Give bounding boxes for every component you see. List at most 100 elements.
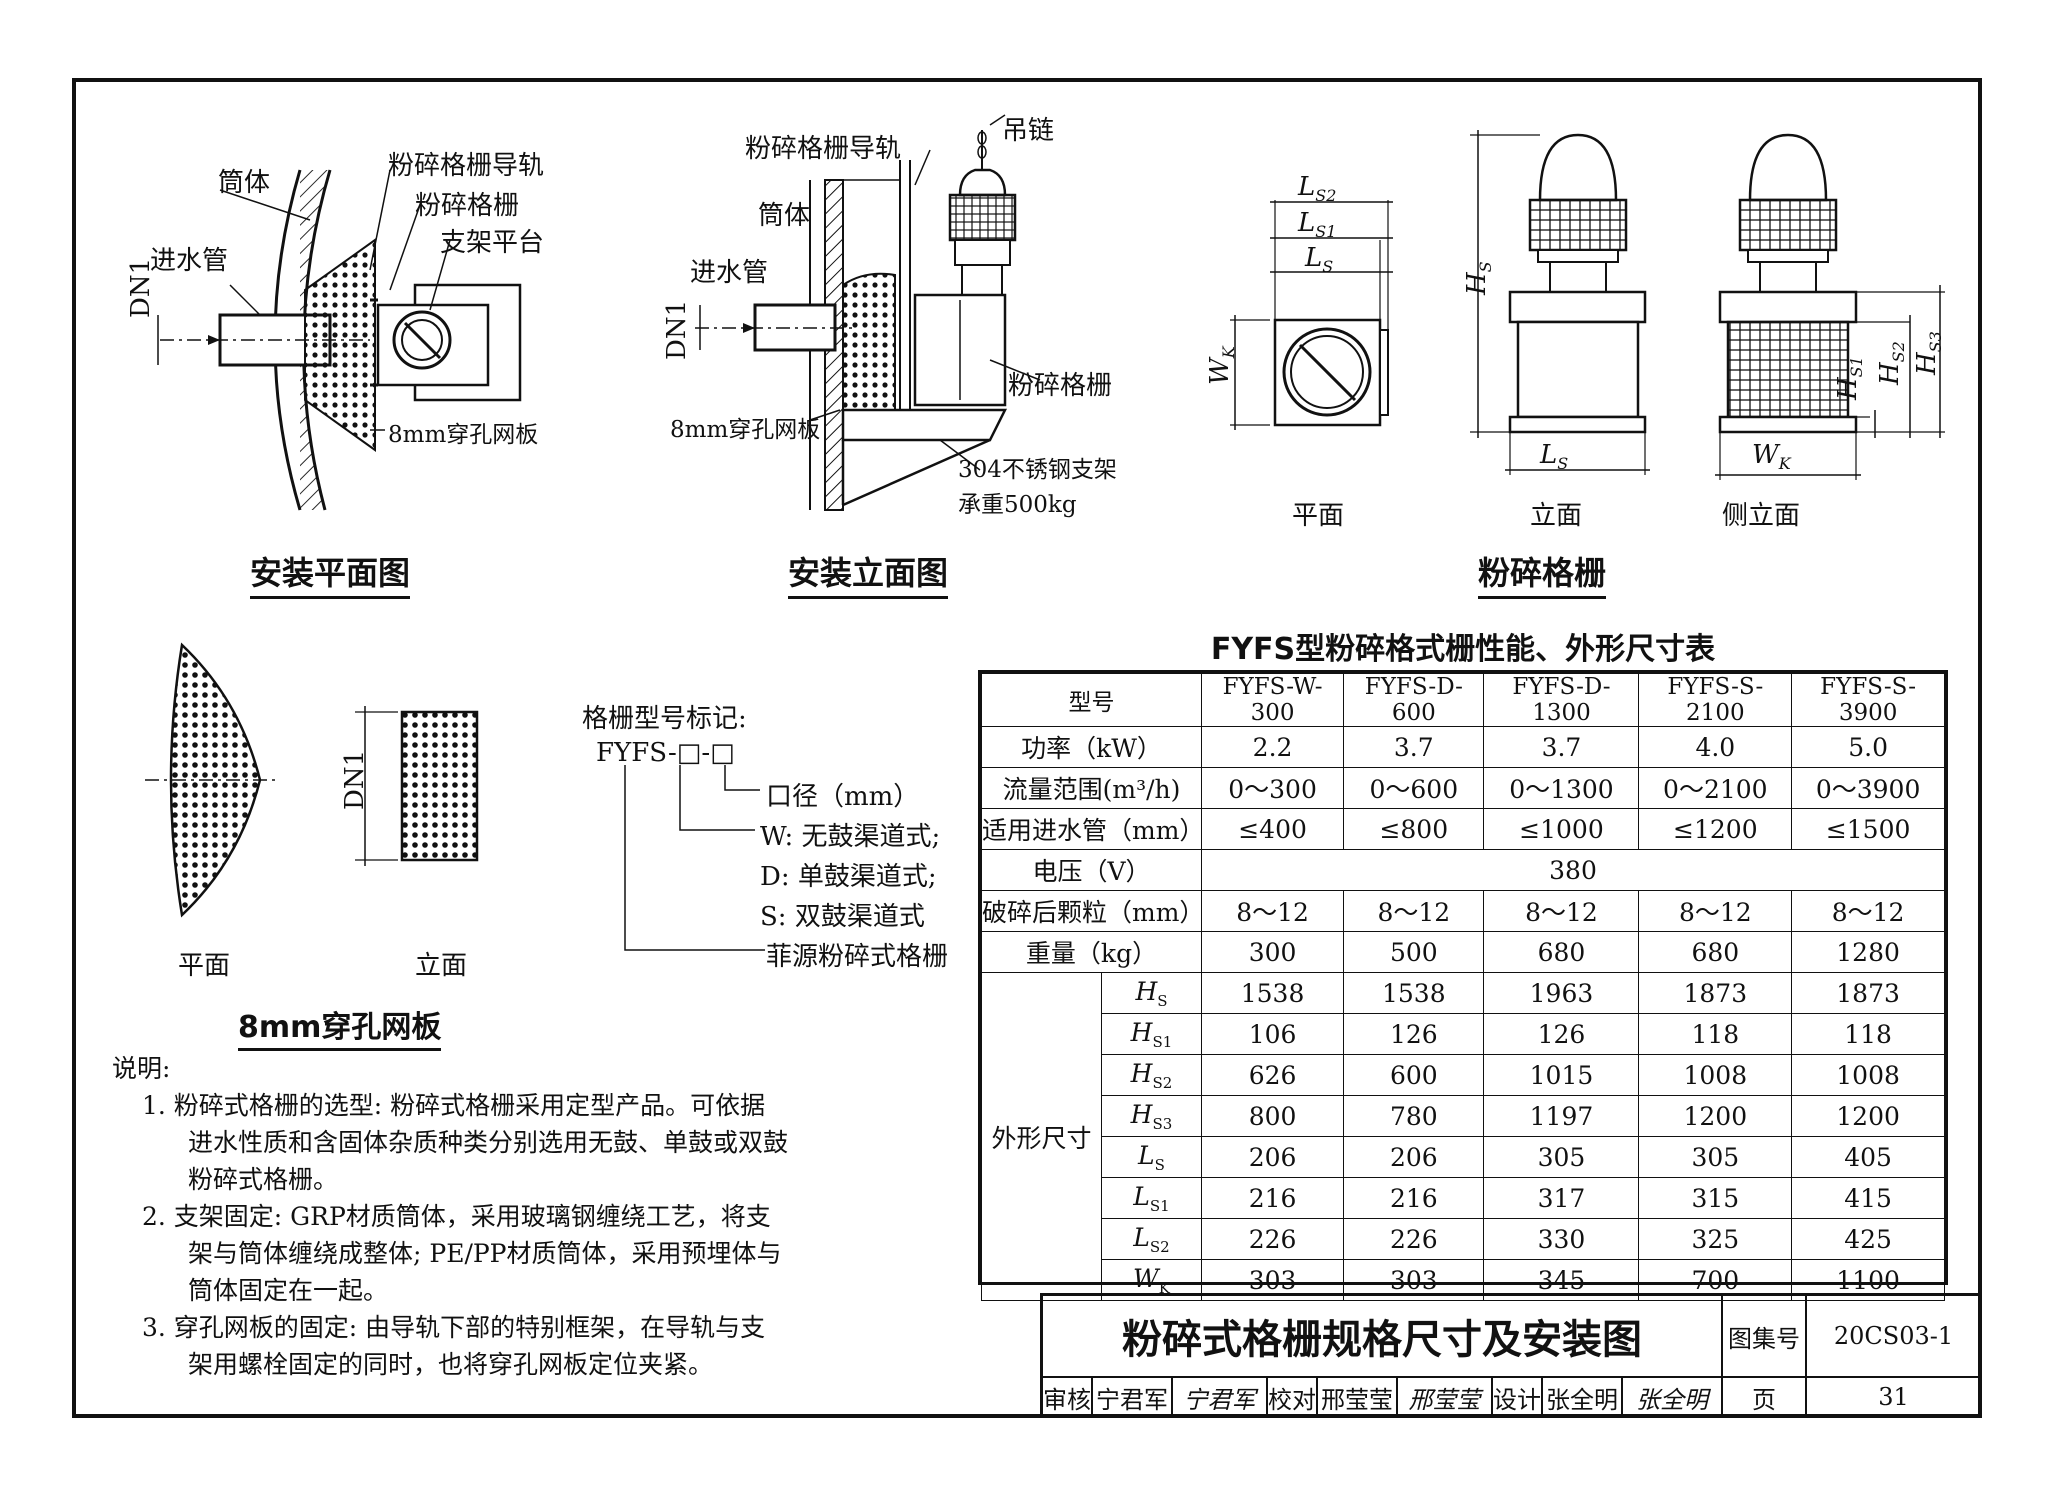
label-elev-dn1: DN1	[662, 299, 692, 360]
checker: 邢莹莹	[1318, 1378, 1398, 1418]
perforated-plate-drawing	[145, 642, 479, 918]
view-plan: 平面	[1292, 501, 1345, 531]
table-cell: 216	[1200, 1177, 1345, 1219]
dim-symbol-subscript: S1	[1149, 1196, 1170, 1215]
perforated-view-plan: 平面	[178, 951, 231, 981]
dim-ls2: LS2	[1298, 172, 1337, 206]
table-cell: 1197	[1483, 1095, 1640, 1137]
table-cell: 5.0	[1791, 726, 1945, 768]
table-row: 适用进水管（mm）≤400≤800≤1000≤1200≤1500	[981, 808, 1945, 850]
table-cell: 317	[1483, 1177, 1640, 1219]
note-line: 1. 粉碎式格栅的选型: 粉碎式格栅采用定型产品。可依据	[142, 1091, 766, 1120]
dim-symbol-letter: H	[1135, 976, 1158, 1006]
table-cell: 106	[1200, 1013, 1345, 1055]
dim-hs: HS	[1462, 261, 1496, 295]
table-cell: 800	[1200, 1095, 1345, 1137]
table-cell: ≤1200	[1638, 808, 1793, 850]
table-cell: 8～12	[1638, 890, 1793, 932]
table-cell: 500	[1343, 931, 1485, 973]
model-code-leaders	[624, 765, 765, 951]
model-item-w: W: 无鼓渠道式;	[760, 822, 941, 852]
table-cell: 126	[1483, 1013, 1640, 1055]
table-cell: ≤400	[1200, 808, 1345, 850]
table-cell: 315	[1638, 1177, 1793, 1219]
note-line: 进水性质和含固体杂质种类分别选用无鼓、单鼓或双鼓	[188, 1128, 789, 1157]
table-title: FYFS型粉碎格式栅性能、外形尺寸表	[1210, 632, 1716, 667]
row-label: 适用进水管（mm）	[981, 808, 1204, 850]
dim-symbol-subscript: S2	[1149, 1237, 1170, 1256]
table-cell: 1873	[1638, 972, 1793, 1014]
table-cell: ≤800	[1343, 808, 1485, 850]
check-label: 校对	[1268, 1378, 1318, 1418]
install-plan-caption: 安装平面图	[250, 548, 411, 599]
dim-wk: WK	[1205, 346, 1239, 385]
notes: 说明: 1. 粉碎式格栅的选型: 粉碎式格栅采用定型产品。可依据进水性质和含固体…	[112, 1050, 918, 1383]
label-guide-rail: 粉碎格栅导轨	[388, 151, 545, 181]
checker-signature: 邢莹莹	[1398, 1378, 1493, 1418]
dim-symbol: HS2	[1101, 1054, 1202, 1096]
table-cell: 0～300	[1200, 767, 1345, 809]
table-cell: 8～12	[1343, 890, 1485, 932]
model-item-brand: 菲源粉碎式格栅	[766, 942, 949, 972]
dim-symbol-subscript: S	[1157, 991, 1168, 1010]
table-cell: 600	[1343, 1054, 1485, 1096]
table-cell: 1538	[1200, 972, 1345, 1014]
dim-symbol: LS	[1101, 1136, 1202, 1178]
label-elev-inlet-pipe: 进水管	[690, 258, 769, 288]
table-cell: 415	[1791, 1177, 1945, 1219]
model-code-heading: 格栅型号标记:	[582, 704, 747, 734]
model-code: FYFS-□-□	[596, 738, 735, 768]
dim-symbol: HS	[1101, 972, 1202, 1014]
table-cell: 1538	[1343, 972, 1485, 1014]
dim-symbol-letter: L	[1133, 1181, 1150, 1211]
table-cell: 8～12	[1483, 890, 1640, 932]
table-cell: 330	[1483, 1218, 1640, 1260]
label-elev-guide-rail: 粉碎格栅导轨	[745, 134, 902, 164]
perforated-view-elevation: 立面	[415, 951, 468, 981]
label-grinder: 粉碎格栅	[415, 191, 520, 221]
note-line: 架与筒体缠绕成整体; PE/PP材质筒体，采用预埋体与	[188, 1239, 782, 1268]
view-elevation: 立面	[1530, 501, 1583, 531]
table-cell: 118	[1791, 1013, 1945, 1055]
install-plan-drawing	[157, 169, 522, 511]
table-cell: 425	[1791, 1218, 1945, 1260]
model-item-d: D: 单鼓渠道式;	[760, 862, 937, 892]
perforated-dn1: DN1	[340, 749, 370, 810]
header-cell: 型号	[981, 673, 1202, 727]
table-cell: 1280	[1791, 931, 1945, 973]
dim-symbol: HS1	[1101, 1013, 1202, 1055]
dim-symbol-letter: L	[1138, 1140, 1155, 1170]
table-cell: 380	[1201, 849, 1945, 891]
atlas-label: 图集号	[1723, 1296, 1807, 1378]
page-label: 页	[1723, 1378, 1807, 1418]
table-cell: 0～600	[1343, 767, 1485, 809]
note-line: 筒体固定在一起。	[188, 1276, 389, 1305]
table-cell: 680	[1638, 931, 1793, 973]
table-cell: 206	[1343, 1136, 1485, 1178]
dim-symbol-letter: H	[1130, 1017, 1153, 1047]
table-cell: 1008	[1791, 1054, 1945, 1096]
designer-signature: 张全明	[1623, 1378, 1723, 1418]
dim-hs2: HS2	[1875, 341, 1909, 385]
table-cell: 3.7	[1343, 726, 1485, 768]
grinder-caption: 粉碎格栅	[1478, 548, 1607, 599]
dim-ls1: LS1	[1298, 208, 1337, 242]
table-cell: 305	[1483, 1136, 1640, 1178]
note-line: 3. 穿孔网板的固定: 由导轨下部的特别框架，在导轨与支	[142, 1313, 766, 1342]
page-number: 31	[1807, 1378, 1982, 1418]
table-cell: 206	[1200, 1136, 1345, 1178]
table-cell: 0～2100	[1638, 767, 1793, 809]
review-label: 审核	[1043, 1378, 1093, 1418]
dim-hs3: HS3	[1912, 331, 1946, 375]
dim-symbol: LS2	[1101, 1218, 1202, 1260]
table-cell: 305	[1638, 1136, 1793, 1178]
table-cell: 126	[1343, 1013, 1485, 1055]
title-block: 粉碎式格栅规格尺寸及安装图 图集号 20CS03-1 审核 宁君军 宁君军 校对…	[1040, 1293, 1982, 1418]
label-chain: 吊链	[1002, 116, 1055, 146]
